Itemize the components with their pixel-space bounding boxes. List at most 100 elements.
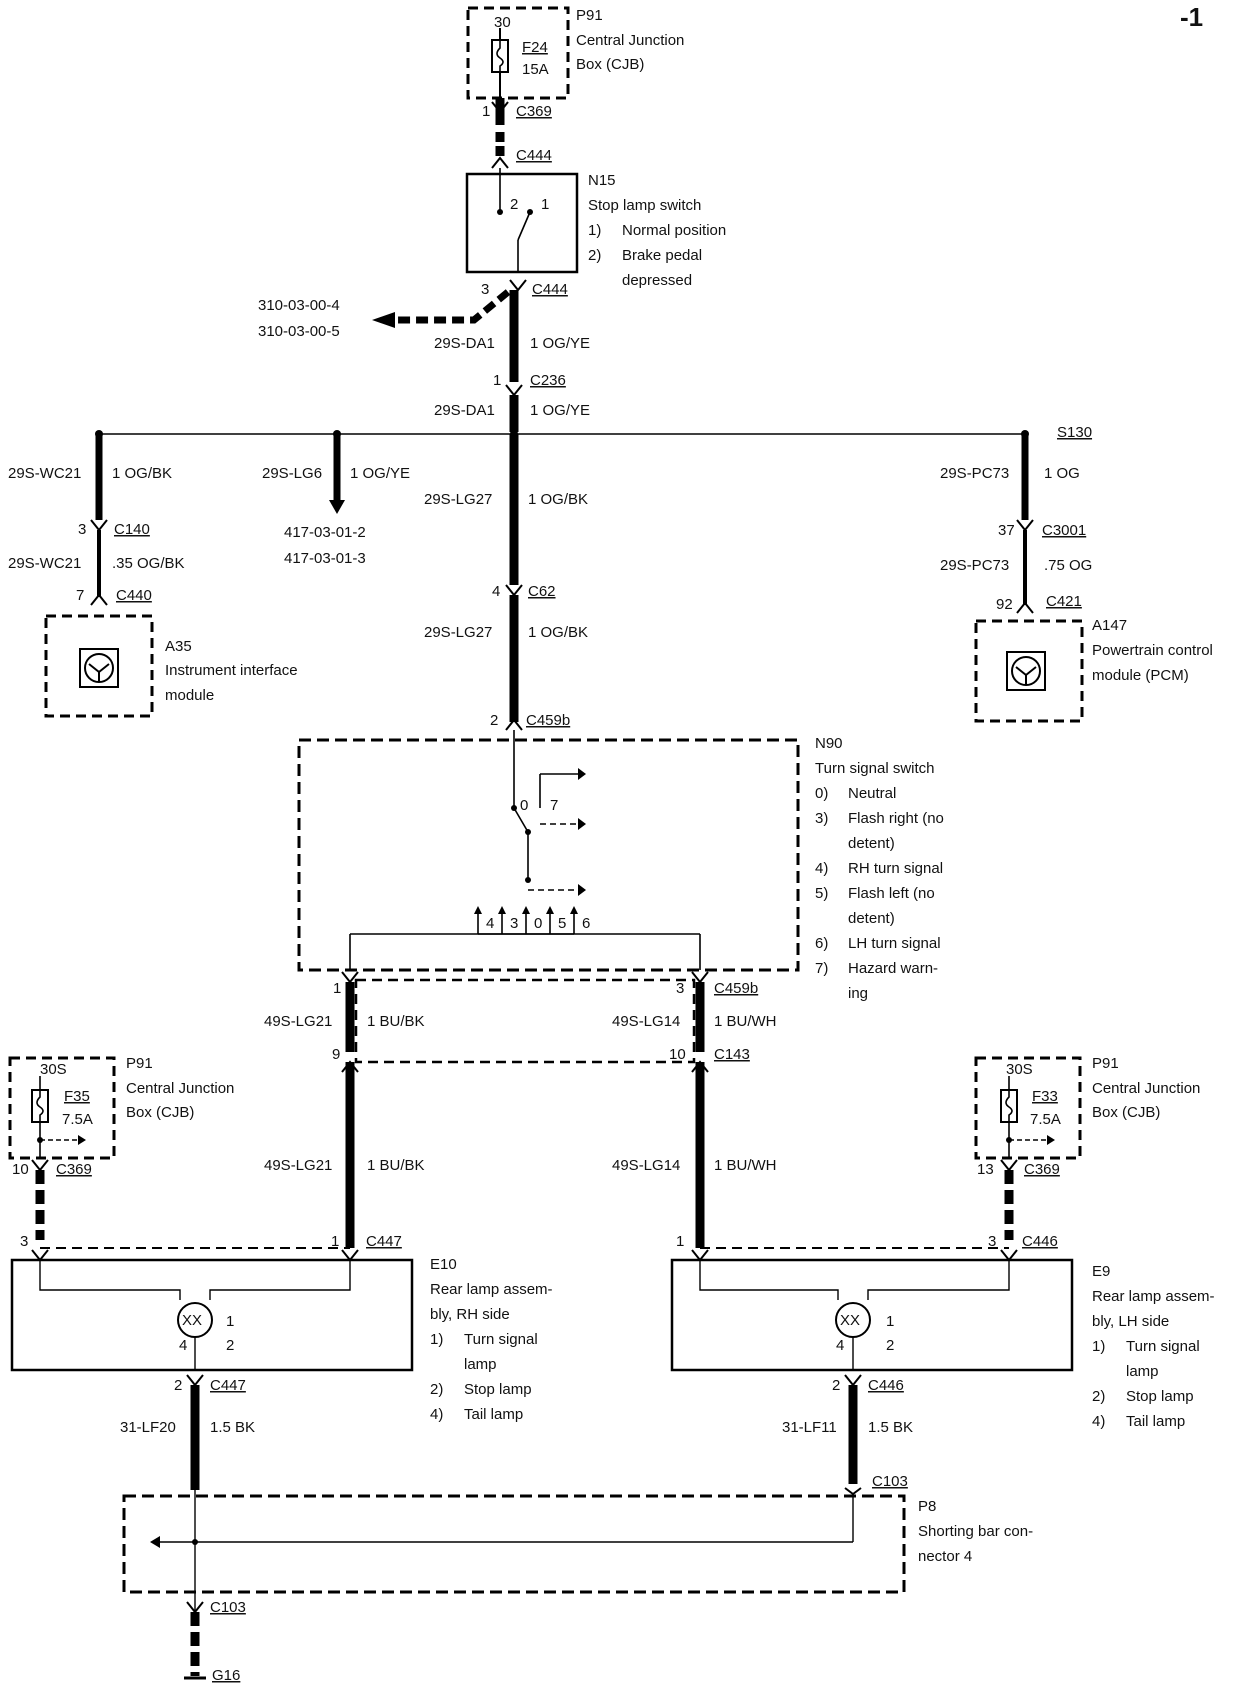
wire-id: 29S-LG27 <box>424 491 492 508</box>
pin-label: 3 <box>676 980 684 997</box>
legend-num: 2) <box>430 1381 443 1398</box>
legend-text: Stop lamp <box>1126 1388 1194 1405</box>
component-id: N15 <box>588 172 616 189</box>
wire-color: 1 OG/BK <box>528 624 588 641</box>
component-id: E9 <box>1092 1263 1110 1280</box>
pin-label: 30S <box>1006 1061 1033 1078</box>
legend-text: Flash left (no <box>848 885 935 902</box>
legend-num: 0) <box>815 785 828 802</box>
connector-label: C459b <box>714 980 758 997</box>
connector-label: C140 <box>114 521 150 538</box>
pin-label: 1 <box>482 103 490 120</box>
pin-label: 13 <box>977 1161 994 1178</box>
module-a35-box <box>44 614 154 718</box>
legend-num: 1) <box>430 1331 443 1348</box>
connector-label: C3001 <box>1042 522 1086 539</box>
pin-label: 4 <box>179 1337 187 1354</box>
connector-label: C369 <box>56 1161 92 1178</box>
legend-text: lamp <box>464 1356 497 1373</box>
harness-box <box>354 978 696 1064</box>
rear-lamp-lh: XX 1 4 2 <box>670 1258 1074 1372</box>
legend-num: 2) <box>1092 1388 1105 1405</box>
pin-label: 4 <box>486 915 494 932</box>
legend-num: 3) <box>815 810 828 827</box>
component-name: Rear lamp assem- <box>1092 1288 1215 1305</box>
connector-label: C446 <box>1022 1233 1058 1250</box>
wire-id: 31-LF11 <box>782 1419 837 1436</box>
legend-text: Tail lamp <box>1126 1413 1185 1430</box>
wire-color: 1 BU/WH <box>714 1157 777 1174</box>
wire-color: 1.5 BK <box>868 1419 913 1436</box>
pin-label: 3 <box>988 1233 996 1250</box>
wire-id: 49S-LG14 <box>612 1013 680 1030</box>
fuse-rating: 15A <box>522 61 549 78</box>
pin-label: 30 <box>494 14 511 31</box>
legend-text: Turn signal <box>1126 1338 1200 1355</box>
pin-label: 2 <box>832 1377 840 1394</box>
pin-label: 5 <box>558 915 566 932</box>
wire-color: 1 OG/BK <box>528 491 588 508</box>
component-id: P91 <box>1092 1055 1119 1072</box>
reference-arrow <box>372 312 395 328</box>
wire-id: 49S-LG21 <box>264 1157 332 1174</box>
lamp-assembly-box <box>670 1258 1074 1372</box>
wire-id: 29S-LG27 <box>424 624 492 641</box>
pin-label: 2 <box>886 1337 894 1354</box>
legend-num: 6) <box>815 935 828 952</box>
connector-label: C446 <box>868 1377 904 1394</box>
page-marker: -1 <box>1180 2 1203 32</box>
component-name: Rear lamp assem- <box>430 1281 553 1298</box>
pin-label: 37 <box>998 522 1015 539</box>
wire-id: 49S-LG14 <box>612 1157 680 1174</box>
wire-color: .75 OG <box>1044 557 1092 574</box>
connector-label: C236 <box>530 372 566 389</box>
wire-id: 29S-WC21 <box>8 465 81 482</box>
reference-label: 310-03-00-4 <box>258 297 340 314</box>
pin-label: 4 <box>492 583 500 600</box>
legend-num: 5) <box>815 885 828 902</box>
pin-label: 2 <box>226 1337 234 1354</box>
component-name: Turn signal switch <box>815 760 935 777</box>
connector-label: C421 <box>1046 593 1082 610</box>
reference-label: 417-03-01-3 <box>284 550 366 567</box>
bulb-label: XX <box>182 1312 202 1329</box>
component-name: module <box>165 687 214 704</box>
wire-id: 29S-PC73 <box>940 465 1009 482</box>
component-name: Central Junction <box>1092 1080 1200 1097</box>
component-name: Central Junction <box>126 1080 234 1097</box>
component-name: Stop lamp switch <box>588 197 701 214</box>
wire-color: 1 BU/BK <box>367 1013 425 1030</box>
wire-id: 49S-LG21 <box>264 1013 332 1030</box>
legend-text: RH turn signal <box>848 860 943 877</box>
component-id: P91 <box>126 1055 153 1072</box>
pin-label: 10 <box>12 1161 29 1178</box>
wire-color: 1 OG/BK <box>112 465 172 482</box>
pin-label: 1 <box>226 1313 234 1330</box>
pin-label: 2 <box>490 712 498 729</box>
wire-color: 1 OG/YE <box>350 465 410 482</box>
pin-label: 3 <box>510 915 518 932</box>
shorting-bar-box <box>122 1494 906 1594</box>
legend-text: Flash right (no <box>848 810 944 827</box>
wire-color: 1 BU/WH <box>714 1013 777 1030</box>
wire-color: 1.5 BK <box>210 1419 255 1436</box>
component-id: N90 <box>815 735 843 752</box>
legend-num: 2) <box>588 247 601 264</box>
component-name: module (PCM) <box>1092 667 1189 684</box>
component-name: Shorting bar con- <box>918 1523 1033 1540</box>
wire-id: 29S-DA1 <box>434 402 495 419</box>
component-name: Powertrain control <box>1092 642 1213 659</box>
fuse-label: F24 <box>522 39 548 56</box>
switch-box <box>297 738 800 972</box>
pin-label: 4 <box>836 1337 844 1354</box>
connector-label: C440 <box>116 587 152 604</box>
component-name: bly, LH side <box>1092 1313 1169 1330</box>
connector-label: C444 <box>532 281 568 298</box>
pin-label: 1 <box>331 1233 339 1250</box>
component-name: Box (CJB) <box>126 1104 194 1121</box>
switch-position: 0 <box>520 797 528 814</box>
switch-position: 7 <box>550 797 558 814</box>
connector-label: C103 <box>872 1473 908 1490</box>
left-cjb-box <box>8 1056 116 1160</box>
turn-signal-switch: 0 7 4 3 0 5 6 <box>297 730 800 972</box>
